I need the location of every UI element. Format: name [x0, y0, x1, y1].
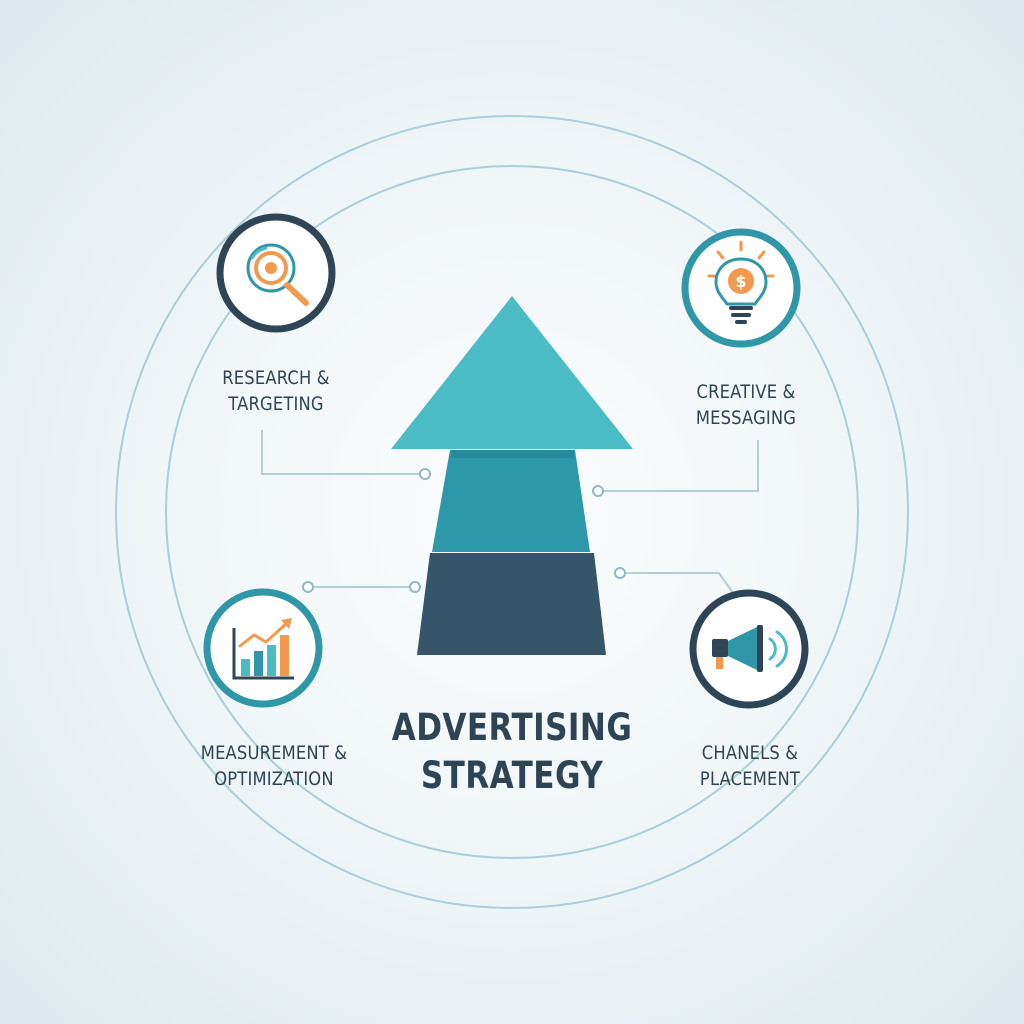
stage-label-channels: CHANELS & PLACEMENT — [664, 741, 836, 792]
magnifier-target-icon — [216, 213, 336, 333]
stage-label-line: CREATIVE & — [696, 381, 796, 403]
connector-channels — [614, 567, 739, 601]
growth-chart-icon — [203, 588, 323, 708]
stage-label-creative: CREATIVE & MESSAGING — [660, 380, 832, 431]
svg-text:$: $ — [735, 272, 746, 291]
title-line-2: STRATEGY — [420, 754, 604, 797]
inner-ring — [165, 165, 859, 859]
arrow-middle-shade — [451, 450, 574, 458]
outer-ring — [115, 115, 909, 909]
title-line-1: ADVERTISING — [391, 706, 633, 749]
connector-creative — [592, 440, 759, 497]
stage-label-measurement: MEASUREMENT & OPTIMIZATION — [171, 741, 377, 792]
arrow-middle-segment — [432, 450, 590, 552]
stage-label-line: RESEARCH & — [222, 367, 330, 389]
stage-label-line: TARGETING — [228, 392, 324, 415]
arrow-base-segment — [417, 553, 606, 655]
stage-label-research: RESEARCH & TARGETING — [190, 366, 362, 417]
stage-label-line: PLACEMENT — [699, 767, 801, 790]
stage-label-line: MEASUREMENT & — [200, 742, 348, 764]
strategy-arrow — [391, 296, 633, 655]
connector-measurement — [302, 581, 421, 593]
stage-label-line: CHANELS & — [701, 742, 799, 764]
diagram-title: ADVERTISING STRATEGY — [344, 704, 680, 800]
stage-label-line: MESSAGING — [695, 406, 797, 429]
connector-research — [261, 430, 431, 480]
megaphone-icon — [689, 589, 809, 709]
arrow-head — [391, 296, 633, 449]
lightbulb-dollar-icon: $ — [681, 228, 801, 348]
stage-label-line: OPTIMIZATION — [214, 767, 334, 790]
